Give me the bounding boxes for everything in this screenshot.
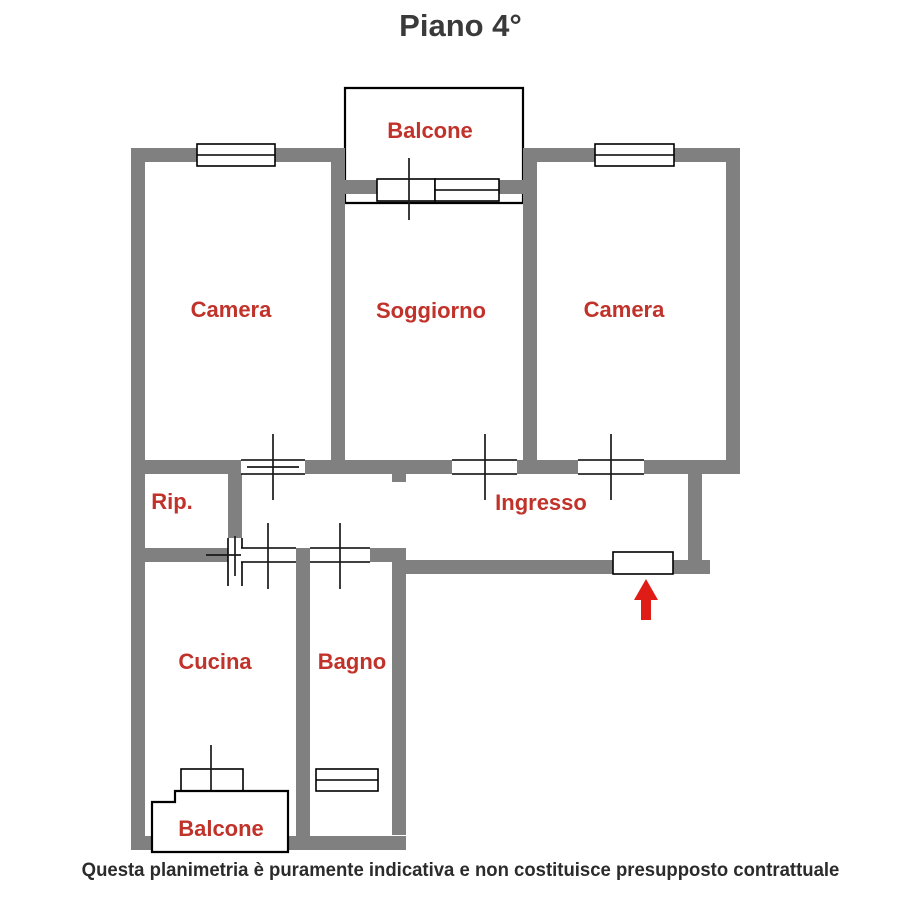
room-label-ripostiglio: Rip. bbox=[151, 489, 193, 514]
room-label-bagno: Bagno bbox=[318, 649, 386, 674]
window-soggiorno bbox=[434, 178, 500, 202]
wall-structure bbox=[131, 148, 740, 850]
balcony-bottom bbox=[150, 789, 290, 854]
balcony-bottom-outline bbox=[150, 789, 290, 854]
openings-layer bbox=[180, 143, 675, 830]
room-label-soggiorno: Soggiorno bbox=[376, 298, 486, 323]
room-label-balcony-top: Balcone bbox=[387, 118, 473, 143]
page-title: Piano 4° bbox=[399, 8, 522, 43]
door-entrance bbox=[612, 551, 674, 575]
floor-plan-drawing: Camera Soggiorno Camera Rip. Ingresso Cu… bbox=[131, 86, 740, 854]
door-soggiorno bbox=[452, 434, 517, 500]
room-label-camera-right: Camera bbox=[584, 297, 665, 322]
door-camera-right bbox=[578, 434, 644, 500]
room-label-balcony-bottom: Balcone bbox=[178, 816, 264, 841]
room-label-cucina: Cucina bbox=[178, 649, 252, 674]
room-label-camera-left: Camera bbox=[191, 297, 272, 322]
window-camera-right bbox=[594, 143, 675, 167]
window-camera-left bbox=[196, 143, 276, 167]
door-camera-left bbox=[241, 434, 305, 500]
door-cucina bbox=[241, 523, 296, 589]
entrance-direction-arrow bbox=[634, 579, 658, 620]
door-bagno bbox=[310, 523, 370, 589]
door-ripostiglio bbox=[206, 536, 272, 586]
room-label-ingresso: Ingresso bbox=[495, 490, 587, 515]
disclaimer-footer: Questa planimetria è puramente indicativ… bbox=[81, 859, 840, 881]
window-bagno bbox=[315, 768, 379, 792]
